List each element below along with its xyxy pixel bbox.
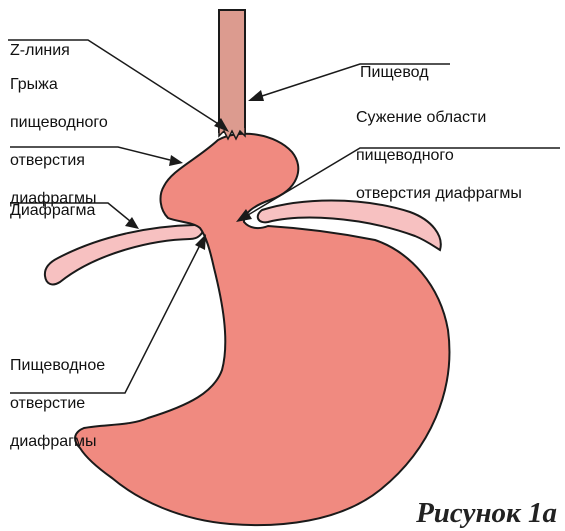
esophagus-tube — [219, 10, 245, 132]
diaphragm-label: Диафрагма — [10, 182, 95, 239]
esophagus-arrowhead — [248, 90, 264, 101]
figure-caption: Рисунок 1а — [416, 497, 557, 529]
narrowing-label: Сужение области пищеводного отверстия ди… — [356, 89, 522, 222]
hiatus-label: Пищеводное отверстие диафрагмы — [10, 337, 105, 470]
hernia-arrowhead — [169, 155, 183, 166]
